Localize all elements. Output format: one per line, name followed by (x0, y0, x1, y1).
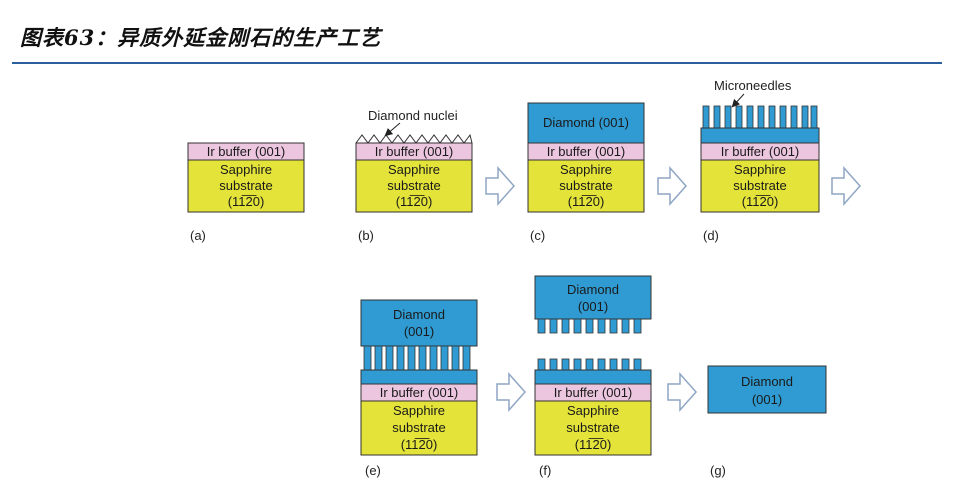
sapphire-label-1: Sapphire (567, 403, 619, 418)
step-e: Diamond (001) Ir buffer (001) Sapphire s… (360, 299, 478, 478)
ir-buffer-label: Ir buffer (001) (547, 144, 626, 159)
ir-buffer-label: Ir buffer (001) (721, 144, 800, 159)
diamond-label-1: Diamond (741, 374, 793, 389)
diamond-layer (527, 102, 645, 144)
sapphire-label-1: Sapphire (393, 403, 445, 418)
ir-buffer-label: Ir buffer (001) (380, 385, 459, 400)
sapphire-label-3: (11̅2̅0) (575, 437, 612, 452)
sapphire-layer (187, 159, 305, 213)
diamond-label-1: Diamond (393, 307, 445, 322)
process-arrow (667, 372, 698, 412)
sapphire-label-1: Sapphire (734, 162, 786, 177)
ir-buffer-label: Ir buffer (001) (554, 385, 633, 400)
sapphire-label-2: substrate (387, 178, 440, 193)
sapphire-label-2: substrate (733, 178, 786, 193)
sapphire-label-3: (11̅2̅0) (742, 194, 779, 209)
ir-buffer-label: Ir buffer (001) (207, 144, 286, 159)
sapphire-layer (360, 400, 478, 456)
step-label-a: (a) (190, 228, 206, 243)
step-label-f: (f) (539, 463, 551, 478)
step-c: Diamond (001) Ir buffer (001) Sapphire s… (527, 102, 645, 243)
title-rule (12, 62, 942, 64)
sapphire-label-1: Sapphire (388, 162, 440, 177)
step-a: Ir buffer (001) Sapphire substrate (11̅2… (187, 142, 305, 243)
diamond-base-layer (360, 369, 478, 385)
step-label-d: (d) (703, 228, 719, 243)
sapphire-layer (527, 159, 645, 213)
step-label-b: (b) (358, 228, 374, 243)
sapphire-label-1: Sapphire (560, 162, 612, 177)
sapphire-label-2: substrate (559, 178, 612, 193)
ir-buffer-label: Ir buffer (001) (375, 144, 454, 159)
sapphire-label-3: (11̅2̅0) (568, 194, 605, 209)
sapphire-layer (534, 400, 652, 456)
microneedles (702, 105, 818, 129)
process-arrow (485, 166, 516, 206)
nuclei-annotation: Diamond nuclei (368, 108, 458, 123)
step-f: Diamond (001) Ir buffer (001) (534, 275, 652, 478)
step-label-c: (c) (530, 228, 545, 243)
diamond-label-2: (001) (578, 299, 608, 314)
diamond-base-layer (534, 369, 652, 385)
diamond-base-layer (700, 127, 820, 144)
diamond-layer (360, 299, 478, 347)
sapphire-label-2: substrate (219, 178, 272, 193)
remaining-microneedles (537, 358, 642, 371)
diamond-label-2: (001) (752, 392, 782, 407)
detached-microneedles (537, 318, 642, 334)
diamond-label-2: (001) (404, 324, 434, 339)
step-d: Microneedles Ir buffer (001) Sapphire su… (700, 78, 820, 243)
diamond-label: Diamond (001) (543, 115, 629, 130)
process-arrow (657, 166, 688, 206)
process-arrow (831, 166, 862, 206)
sapphire-layer (700, 159, 820, 213)
process-arrow (496, 372, 527, 412)
step-b: Diamond nuclei Ir buffer (001) Sapphire … (355, 108, 473, 243)
freestanding-diamond (707, 365, 827, 414)
diamond-label-1: Diamond (567, 282, 619, 297)
figure-title: 图表63：异质外延金刚石的生产工艺 (20, 25, 382, 50)
microneedles (363, 345, 471, 371)
microneedles-annotation: Microneedles (714, 78, 792, 93)
diamond-nuclei (355, 133, 473, 144)
sapphire-label-3: (11̅2̅0) (228, 194, 265, 209)
sapphire-label-2: substrate (392, 420, 445, 435)
sapphire-label-3: (11̅2̅0) (401, 437, 438, 452)
sapphire-label-1: Sapphire (220, 162, 272, 177)
sapphire-label-3: (11̅2̅0) (396, 194, 433, 209)
step-label-g: (g) (710, 463, 726, 478)
step-g: Diamond (001) (g) (707, 365, 827, 478)
step-label-e: (e) (365, 463, 381, 478)
sapphire-layer (355, 159, 473, 213)
sapphire-label-2: substrate (566, 420, 619, 435)
diamond-layer (534, 275, 652, 320)
